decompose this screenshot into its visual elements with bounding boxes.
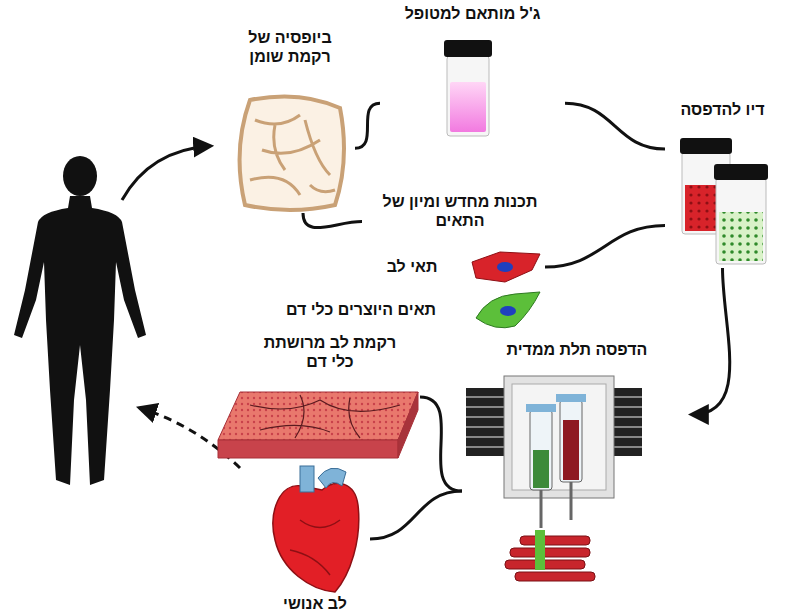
process-connector: [303, 213, 362, 228]
process-connector: [692, 268, 730, 415]
labelled-figure: לב אנושי: [260, 464, 370, 614]
process-connector: [420, 397, 462, 491]
figure-label: תכנות מחדש ומיון של התאים: [362, 192, 558, 230]
labelled-figure: תכנות מחדש ומיון של התאים: [362, 188, 558, 244]
ink-jars: [680, 138, 768, 264]
figure-label: דיו להדפסה: [665, 100, 780, 119]
labelled-figure: הדפסה תלת ממדית: [462, 338, 692, 593]
figure-label: רקמת לב מרושתת כלי דם: [260, 333, 400, 371]
process-connector: [370, 491, 462, 539]
gel-jar: [444, 40, 492, 136]
tissue-patch: [218, 392, 418, 458]
figure-label: תאי לב: [360, 257, 464, 276]
process-connector: [565, 103, 665, 149]
process-connector: [355, 103, 380, 148]
vessel-cell: [476, 292, 540, 328]
human-figure: [14, 156, 146, 485]
process-connector: [545, 226, 665, 268]
heart-cell: [472, 252, 540, 282]
human-heart: [273, 466, 359, 592]
labelled-figure: רקמת לב מרושתת כלי דם: [210, 333, 420, 461]
labelled-figure: דיו להדפסה: [665, 98, 780, 268]
fat-tissue: [240, 96, 344, 210]
figure-label: תאים היוצרים כלי דם: [258, 300, 464, 319]
labelled-figure: ג'ל מותאם למטופל: [380, 2, 565, 137]
labelled-figure: תאים היוצרים כלי דם: [258, 288, 545, 332]
figure-label: לב אנושי: [260, 594, 370, 613]
figure-label: הדפסה תלת ממדית: [462, 340, 692, 359]
figure-label: ג'ל מותאם למטופל: [380, 4, 565, 23]
labelled-figure: ביופסיה של רקמת שומן: [225, 28, 355, 213]
bioprinter: [466, 376, 642, 581]
labelled-figure: תאי לב: [360, 248, 545, 286]
flow-arrow: [122, 146, 210, 200]
figure-label: ביופסיה של רקמת שומן: [235, 28, 345, 66]
